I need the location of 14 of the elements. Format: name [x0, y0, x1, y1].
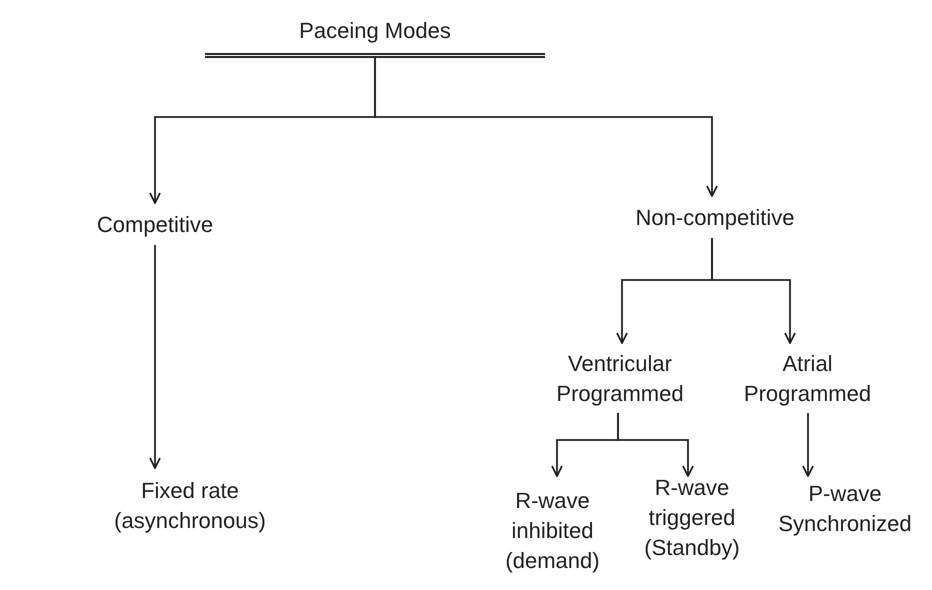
node-label: Atrial Programmed — [742, 350, 872, 408]
node-label: R-wave triggered (Standby) — [643, 474, 741, 562]
node-label: Fixed rate (asynchronous) — [113, 477, 267, 535]
node-label: Competitive — [96, 211, 214, 240]
node-label: Non-competitive — [636, 204, 794, 232]
arrow — [149, 245, 161, 469]
arrow — [374, 58, 718, 197]
arrow — [802, 413, 814, 477]
node-label: P-wave Synchronized — [777, 480, 913, 538]
node-label: R-wave inhibited (demand) — [504, 487, 601, 575]
arrow — [617, 413, 694, 477]
arrow — [711, 238, 796, 344]
node-label: Ventricular Programmed — [555, 350, 685, 408]
heading-text: Paceing Modes — [299, 16, 451, 45]
